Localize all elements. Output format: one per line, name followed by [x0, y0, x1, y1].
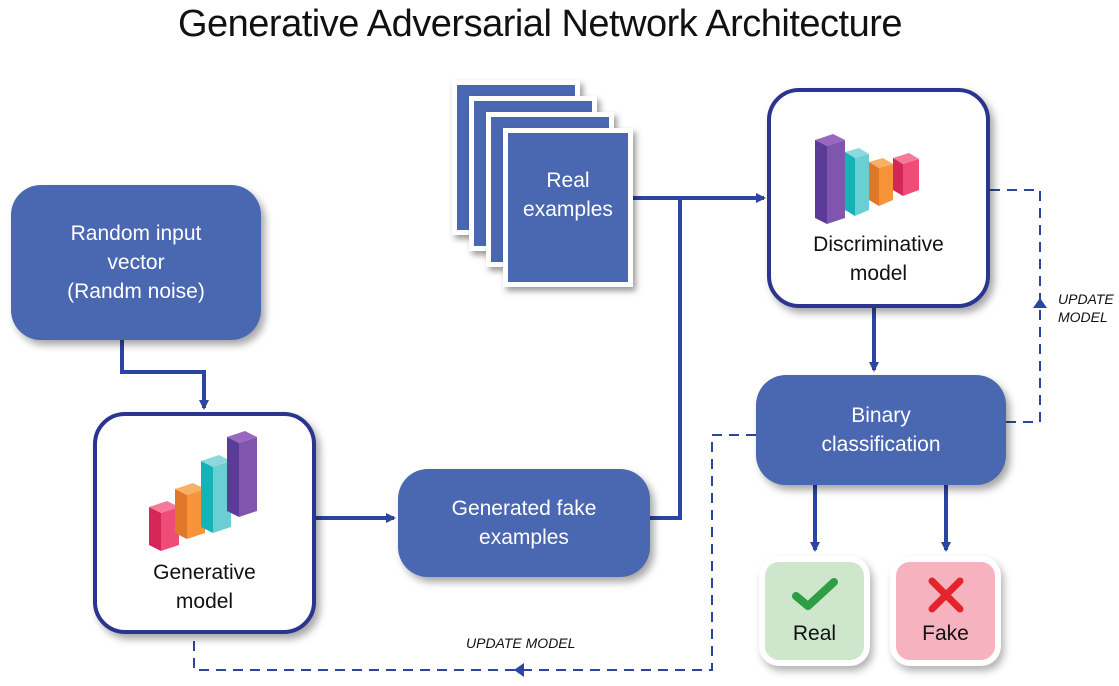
discriminative-model-label-1: Discriminative: [813, 233, 944, 256]
fake-result-node: Fake: [890, 556, 1001, 666]
cross-icon: [928, 577, 963, 613]
random-input-node: Random input vector (Randm noise): [11, 185, 261, 340]
update-discriminator-label: UPDATE MODEL: [1058, 290, 1114, 326]
generated-fake-label-2: examples: [479, 526, 569, 549]
page-title: Generative Adversarial Network Architect…: [177, 3, 903, 45]
update-discriminator-label-1: UPDATE: [1058, 291, 1114, 307]
update-discriminator-label-2: MODEL: [1058, 309, 1108, 325]
generative-model-node: Generative model: [93, 412, 316, 634]
generative-model-label-2: model: [175, 590, 234, 613]
line-fake-to-join: [650, 198, 682, 520]
discriminative-model-node: Discriminative model: [767, 88, 990, 308]
descending-bar-chart-icon: [815, 134, 919, 224]
generated-fake-examples-node: Generated fake examples: [398, 469, 650, 577]
real-examples-label-1: Real: [546, 168, 590, 192]
random-input-label-3: (Randm noise): [67, 280, 205, 303]
real-result-label: Real: [792, 622, 837, 645]
arrow-random-to-generator: [120, 340, 209, 410]
arrow-update-generator-head: [514, 663, 524, 677]
real-examples-front-page: Real examples: [503, 128, 633, 287]
fake-result-label: Fake: [922, 622, 969, 645]
random-input-label-2: vector: [107, 251, 165, 274]
dashed-update-generator: [193, 434, 756, 671]
discriminative-model-label-2: model: [849, 262, 908, 285]
random-input-label-1: Random input: [70, 222, 202, 245]
real-result-node: Real: [759, 556, 870, 666]
checkmark-icon: [791, 578, 838, 610]
generative-model-label-1: Generative: [153, 561, 256, 584]
arrow-update-discriminator-head: [1033, 298, 1047, 308]
generated-fake-label-1: Generated fake: [451, 497, 597, 520]
dashed-update-discriminator: [990, 189, 1041, 423]
binary-classification-node: Binary classification: [756, 375, 1006, 485]
real-examples-label-2: examples: [523, 197, 613, 221]
ascending-bar-chart-icon: [148, 431, 257, 551]
binary-classification-label-1: Binary: [851, 404, 911, 427]
binary-classification-label-2: classification: [821, 433, 941, 456]
update-generator-label: UPDATE MODEL: [466, 635, 576, 651]
